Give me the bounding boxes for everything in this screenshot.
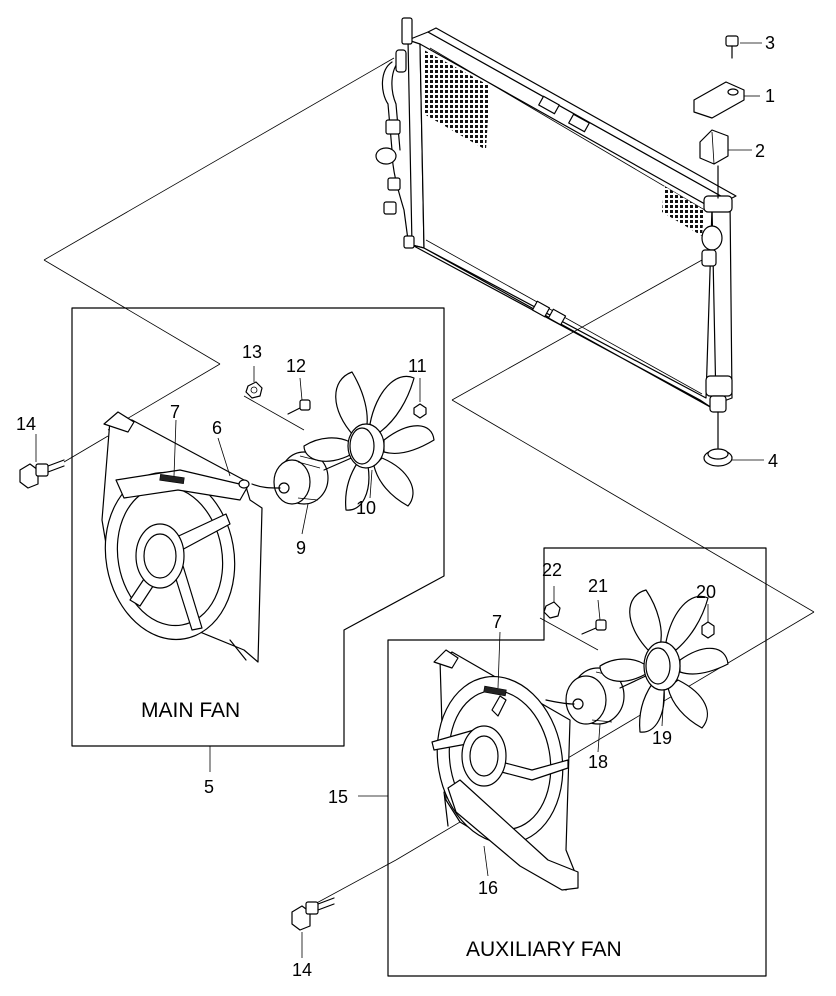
callout-7-main: 7 [170,402,180,422]
callout-9: 9 [296,538,306,558]
callout-4: 4 [768,451,778,471]
callout-18: 18 [588,752,608,772]
aux-fan-shroud [431,649,579,891]
callout-14-top: 14 [16,414,36,434]
main-fan-motor [251,451,357,505]
callout-numbers: 1 2 3 4 5 6 7 9 10 11 12 13 14 14 15 16 … [16,33,778,980]
leaders-radiator [728,42,764,461]
callout-16: 16 [478,878,498,898]
callout-13: 13 [242,342,262,362]
callout-21: 21 [588,576,608,596]
part-22-nut [543,601,561,619]
callout-12: 12 [286,356,306,376]
part-13-nut [245,381,263,399]
callout-11: 11 [408,356,427,376]
part-14-bolt-bottom [291,897,335,931]
aux-fan-blade [599,589,729,733]
main-fan-blade [303,371,435,511]
callout-1: 1 [765,86,775,106]
radiator [375,17,737,413]
part-21-bolt [581,619,607,635]
main-fan-shroud [101,411,263,663]
radiator-fittings [693,35,745,467]
callout-3: 3 [765,33,775,53]
callout-22: 22 [542,560,562,580]
main-fan-label-strip [159,474,185,484]
part-4-grommet [703,411,733,467]
aux-fan-motor [545,667,651,725]
part-2-insulator [699,129,729,165]
callout-19: 19 [652,728,672,748]
part-20-nut [701,621,715,639]
part-3-bolt [725,35,739,59]
aux-fan-label-strip [483,685,507,697]
part-11-nut [413,403,427,419]
part-1-upper-mount [693,81,745,119]
callout-7-aux: 7 [492,612,502,632]
aux-fan-box [358,547,767,977]
callout-14-bottom: 14 [292,960,312,980]
callout-5: 5 [204,777,214,797]
part-12-bolt [287,399,311,415]
aux-fan-fasteners [291,601,715,931]
callout-15: 15 [328,787,348,807]
radiator-core-mesh-right [662,186,704,236]
main-fan-box [71,307,445,747]
radiator-core-mesh-left [424,50,490,150]
callout-20: 20 [696,582,716,602]
callout-2: 2 [755,141,765,161]
leaders-main-fan [35,366,421,772]
aux-fan-label: AUXILIARY FAN [466,938,622,961]
part-14-bolt-top [19,459,65,489]
callout-6: 6 [212,418,222,438]
main-fan-label: MAIN FAN [141,699,240,722]
callout-10: 10 [356,498,376,518]
leaders-aux-fan [301,586,709,958]
main-fan-fasteners [19,381,427,489]
